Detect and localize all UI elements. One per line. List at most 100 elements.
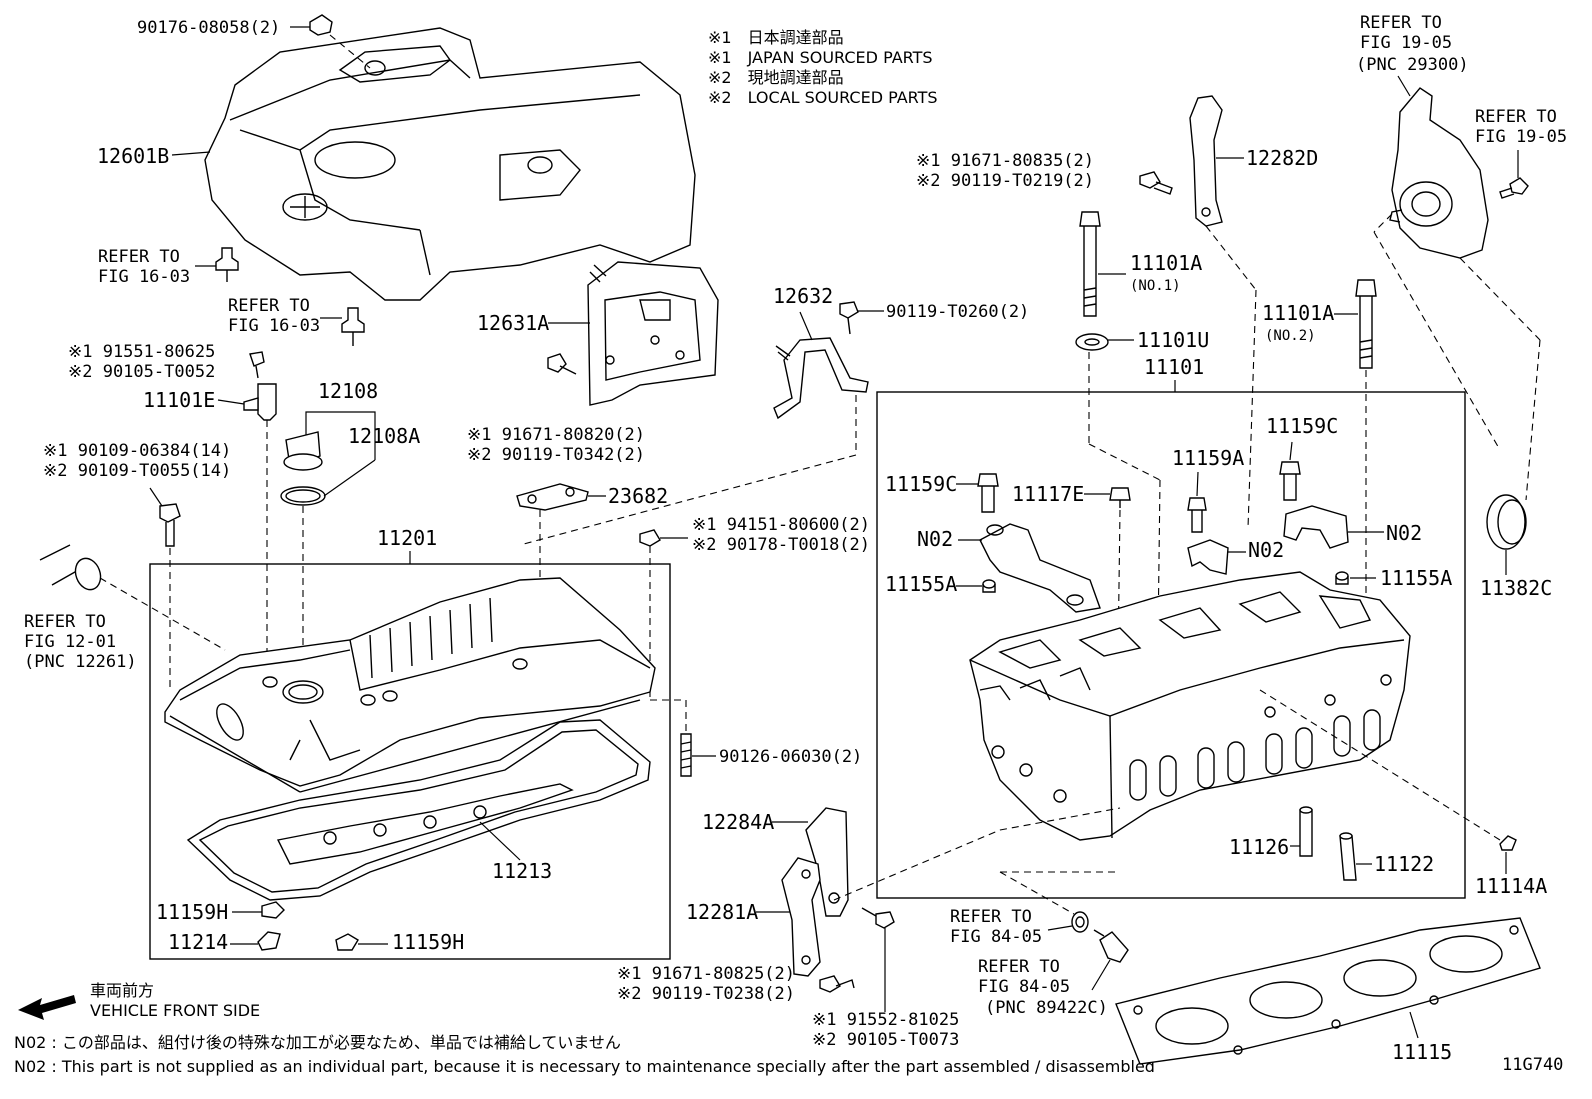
stud-90126-drawing xyxy=(680,733,692,777)
bolt-11101A-no2-drawing xyxy=(1355,279,1377,369)
gasket-refer-84-05-drawing xyxy=(1071,911,1089,933)
hanger-12281A-drawing xyxy=(781,857,821,977)
refer-84-05-a-line2: FIG 84-05 xyxy=(950,927,1042,947)
note-n02-en: N02 : This part is not supplied as an in… xyxy=(14,1057,1155,1076)
part-label-12281A: 12281A xyxy=(686,900,758,924)
vehicle-front-label-jp: 車両前方 xyxy=(90,981,154,1000)
temperature-sensor-drawing xyxy=(1093,929,1129,963)
refer-19-05-b-line2: FIG 19-05 xyxy=(1475,127,1567,147)
part-label-11117E: 11117E xyxy=(1012,482,1084,506)
part-label-11126: 11126 xyxy=(1229,835,1289,859)
refer-19-05-a-line3: (PNC 29300) xyxy=(1356,55,1469,75)
dowel-11155A-b-drawing xyxy=(1335,571,1349,585)
part-label-90105-T0073: ※2 90105-T0073 xyxy=(812,1030,959,1050)
head-gasket-11115-drawing xyxy=(1115,917,1541,1065)
part-label-11155A-b: 11155A xyxy=(1380,566,1452,590)
part-label-11159H-a: 11159H xyxy=(156,900,228,924)
part-label-12601B: 12601B xyxy=(97,144,169,168)
part-label-90119-T0219: ※2 90119-T0219(2) xyxy=(916,171,1094,191)
oil-filler-cap-12108-drawing xyxy=(280,431,326,506)
refer-12-01-line1: REFER TO xyxy=(24,612,106,632)
refer-12-01-line3: (PNC 12261) xyxy=(24,652,137,672)
bearing-cap-n02-c-drawing xyxy=(1283,505,1349,549)
legend-line-4: ※2 LOCAL SOURCED PARTS xyxy=(708,88,938,107)
bolt-91551-drawing xyxy=(249,351,265,379)
guide-11126-drawing xyxy=(1299,806,1313,857)
legend-line-3: ※2 現地調達部品 xyxy=(708,68,844,87)
part-label-90109-06384: ※1 90109-06384(14) xyxy=(43,441,231,461)
part-label-11101A-no2-sub: (NO.2) xyxy=(1265,328,1316,344)
refer-84-05-b-line2: FIG 84-05 xyxy=(978,977,1070,997)
oil-seal-11382C-drawing xyxy=(1486,494,1527,550)
bearing-cap-n02-b-drawing xyxy=(1187,539,1229,575)
gasket-11159H-b-drawing xyxy=(335,933,359,951)
bolt-11101A-no1-drawing xyxy=(1079,211,1101,317)
cylinder-head-drawing xyxy=(969,571,1411,841)
bolt-refer-19-05-drawing xyxy=(1499,177,1529,199)
bolt-90109-drawing xyxy=(159,503,181,547)
part-label-91551-80625: ※1 91551-80625 xyxy=(68,342,215,362)
part-label-11155A-a: 11155A xyxy=(885,572,957,596)
part-label-90126-06030: 90126-06030(2) xyxy=(719,747,862,767)
figure-code: 11G740 xyxy=(1502,1055,1563,1075)
bolt-11159A-drawing xyxy=(1187,497,1207,533)
hose-drawing xyxy=(39,544,226,651)
part-label-11159C-a: 11159C xyxy=(885,472,957,496)
part-label-12632: 12632 xyxy=(773,284,833,308)
part-label-11382C: 11382C xyxy=(1480,576,1552,600)
part-label-12284A: 12284A xyxy=(702,810,774,834)
bearing-cap-n02-a-drawing xyxy=(979,523,1101,613)
refer-16-03-a-line1: REFER TO xyxy=(98,247,180,267)
guide-11122-drawing xyxy=(1339,832,1357,881)
bolt-11159C-a-drawing xyxy=(977,473,999,513)
part-label-N02-a: N02 xyxy=(917,527,953,551)
part-label-11101U: 11101U xyxy=(1137,328,1209,352)
part-label-90178-T0018: ※2 90178-T0018(2) xyxy=(692,535,870,555)
engine-cover-drawing xyxy=(204,27,696,301)
legend-line-2: ※1 JAPAN SOURCED PARTS xyxy=(708,48,933,67)
dowel-11155A-a-drawing xyxy=(982,579,996,593)
bolt-91552-drawing xyxy=(861,907,895,929)
plug-11117E-drawing xyxy=(1109,487,1131,508)
refer-16-03-b-line2: FIG 16-03 xyxy=(228,316,320,336)
part-label-94151-80600: ※1 94151-80600(2) xyxy=(692,515,870,535)
part-label-12108: 12108 xyxy=(318,379,378,403)
part-label-90176: 90176-08058(2) xyxy=(137,18,280,38)
refer-16-03-b-line1: REFER TO xyxy=(228,296,310,316)
part-label-90109-T0055: ※2 90109-T0055(14) xyxy=(43,461,231,481)
bolt-11159C-b-drawing xyxy=(1279,461,1301,501)
grommet-drawing-b xyxy=(320,307,365,346)
part-label-91552-81025: ※1 91552-81025 xyxy=(812,1010,959,1030)
part-label-91671-80825: ※1 91671-80825(2) xyxy=(617,964,795,984)
nut-90176-drawing xyxy=(290,14,371,69)
bracket-12632-drawing xyxy=(773,337,869,420)
vehicle-front-label-en: VEHICLE FRONT SIDE xyxy=(90,1001,260,1020)
washer-11101U-drawing xyxy=(1075,333,1109,351)
sourcing-legend: ※1 日本調達部品 ※1 JAPAN SOURCED PARTS ※2 現地調達… xyxy=(708,28,938,107)
gasket-11214-drawing xyxy=(257,931,281,951)
refer-19-05-a-line1: REFER TO xyxy=(1360,13,1442,33)
gasket-11213-drawing xyxy=(186,719,651,901)
part-label-11101E: 11101E xyxy=(143,388,215,412)
part-label-11159H-b: 11159H xyxy=(392,930,464,954)
cylinder-head-group-frame xyxy=(876,391,1466,899)
bracket-12631A-drawing xyxy=(587,261,719,406)
part-label-90119-T0260: 90119-T0260(2) xyxy=(886,302,1029,322)
refer-84-05-a-line1: REFER TO xyxy=(950,907,1032,927)
gasket-11159H-a-drawing xyxy=(261,901,285,919)
bolt-91671-80820-drawing xyxy=(547,353,577,375)
part-label-91671-80835: ※1 91671-80835(2) xyxy=(916,151,1094,171)
bolt-90119-T0260-drawing xyxy=(839,301,859,335)
nut-94151-drawing xyxy=(639,529,661,547)
refer-19-05-b-line1: REFER TO xyxy=(1475,107,1557,127)
bolt-91671-80835-drawing xyxy=(1139,171,1173,195)
part-label-N02-b: N02 xyxy=(1248,538,1284,562)
part-label-12108A: 12108A xyxy=(348,424,420,448)
refer-12-01-line2: FIG 12-01 xyxy=(24,632,116,652)
sensor-11101E-drawing xyxy=(243,383,277,421)
grommet-drawing-a xyxy=(195,247,239,282)
part-label-11159A: 11159A xyxy=(1172,446,1244,470)
plate-23682-drawing xyxy=(516,483,589,511)
part-label-90105-T0052: ※2 90105-T0052 xyxy=(68,362,215,382)
